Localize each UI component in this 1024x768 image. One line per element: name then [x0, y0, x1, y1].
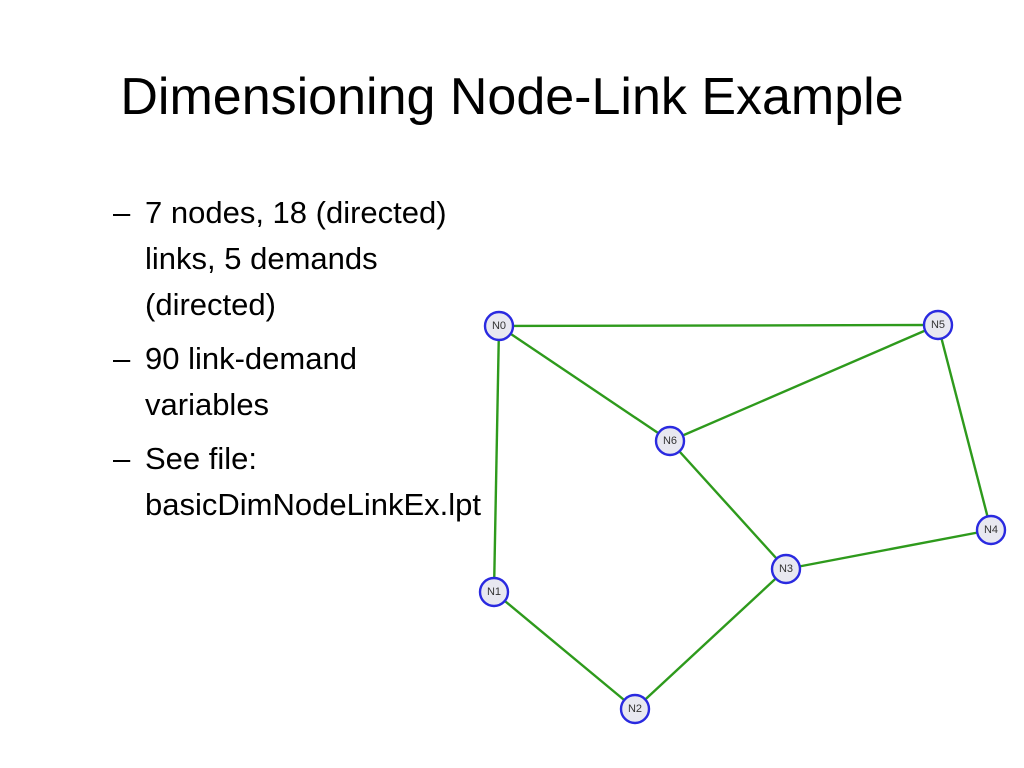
link-n0-n1 [492, 325, 501, 593]
link-n1-n2 [493, 591, 636, 710]
node-label: N1 [487, 586, 501, 598]
link-n3-n2 [634, 568, 787, 710]
link-n0-n6 [498, 325, 671, 442]
node-circle [922, 309, 954, 341]
node-label: N3 [779, 563, 793, 575]
node-n6: N6 [654, 425, 686, 457]
node-circle [654, 425, 686, 457]
bullet-item-file: – See file: basicDimNodeLinkEx.lpt [113, 436, 481, 528]
bullet-dash: – [113, 441, 131, 476]
node-n0: N0 [483, 310, 515, 342]
bullet-item-variables: – 90 link-demand variables [113, 336, 453, 428]
node-circle [975, 514, 1007, 546]
node-circle [770, 553, 802, 585]
edges-layer [492, 323, 993, 710]
node-label: N6 [663, 435, 677, 447]
node-label: N4 [984, 524, 998, 536]
bullet-dash: – [113, 341, 131, 376]
slide-title: Dimensioning Node-Link Example [120, 68, 904, 126]
node-n2: N2 [619, 693, 651, 725]
link-n6-n3 [669, 440, 787, 570]
bullet-text: See file: basicDimNodeLinkEx.lpt [145, 441, 481, 522]
bullet-dash: – [113, 195, 131, 230]
bullet-text: 90 link-demand variables [145, 341, 357, 422]
bullet-text: 7 nodes, 18 (directed) links, 5 demands … [145, 195, 447, 322]
node-n3: N3 [770, 553, 802, 585]
link-n5-n6 [669, 323, 939, 443]
node-label: N2 [628, 703, 642, 715]
link-n0-n5 [498, 323, 939, 328]
node-circle [619, 693, 651, 725]
bullet-list: – 7 nodes, 18 (directed) links, 5 demand… [113, 190, 481, 536]
node-circle [483, 310, 515, 342]
node-n5: N5 [922, 309, 954, 341]
link-n5-n4 [936, 324, 993, 531]
node-label: N0 [492, 320, 506, 332]
node-n4: N4 [975, 514, 1007, 546]
node-n1: N1 [478, 576, 510, 608]
node-circle [478, 576, 510, 608]
bullet-item-nodes-links: – 7 nodes, 18 (directed) links, 5 demand… [113, 190, 453, 328]
node-label: N5 [931, 319, 945, 331]
link-n4-n3 [785, 528, 992, 571]
